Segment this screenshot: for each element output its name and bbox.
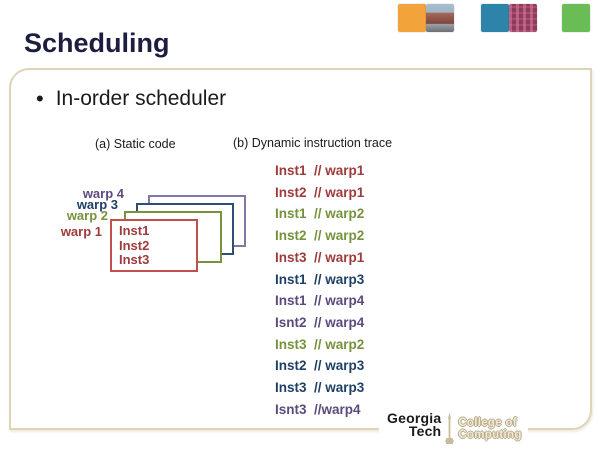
bullet-text: In-order scheduler [55,87,227,110]
trace-item: Inst1 // warp4 [275,293,365,309]
georgia-tech-logo: Georgia Tech College of Computing [379,410,528,450]
trace-item: Inst1 // warp1 [275,163,365,178]
circuit-photo-icon [509,4,537,32]
caption-dynamic-trace: (b) Dynamic instruction trace [233,136,393,150]
warp2-label: warp 2 [66,208,108,223]
georgia-tech-wordmark: Georgia Tech [387,410,442,439]
trace-item: Inst3 // warp2 [275,336,365,352]
card-instruction: Inst1 [119,223,150,238]
bullet-marker: • [36,86,44,111]
college-line-1: College of [458,417,517,429]
trace-item: Inst1 // warp3 [275,271,365,287]
caption-static-code: (a) Static code [95,137,176,151]
warp3-label: warp 3 [76,197,118,212]
trace-item: Inst2 // warp2 [275,228,365,244]
trace-item: Inst2 // warp1 [275,184,365,200]
campus-photo-icon [426,4,454,32]
warp1-card: Inst1 Inst2 Inst3 [110,219,198,272]
trace-item: Inst3 // warp3 [275,380,365,396]
orange-square-icon [398,4,426,32]
green-square-icon [562,4,590,32]
slide-content-box [9,68,592,430]
warp1-label: warp 1 [60,224,102,239]
trace-item: Isnt2 // warp4 [275,315,365,331]
college-line-2: Computing [458,429,522,441]
trace-item: Inst1 // warp2 [275,206,365,222]
bullet-item: • In-order scheduler [36,86,226,112]
college-of-computing-text: College of Computing [458,417,521,441]
wordmark-line-georgia: Georgia [387,410,442,426]
wordmark-line-tech: Tech [408,423,442,439]
warp4-label: warp 4 [82,186,124,201]
warp1-card-instructions: Inst1 Inst2 Inst3 [119,223,150,268]
tech-tower-icon [445,412,455,444]
teal-square-icon [481,4,509,32]
trace-item: Inst2 // warp3 [275,358,365,374]
trace-item: Isnt3 //warp4 [275,401,361,417]
card-instruction: Inst3 [119,252,150,267]
card-instruction: Inst2 [119,237,150,253]
trace-item: Inst3 // warp1 [275,249,365,265]
slide-title: Scheduling [24,28,170,58]
